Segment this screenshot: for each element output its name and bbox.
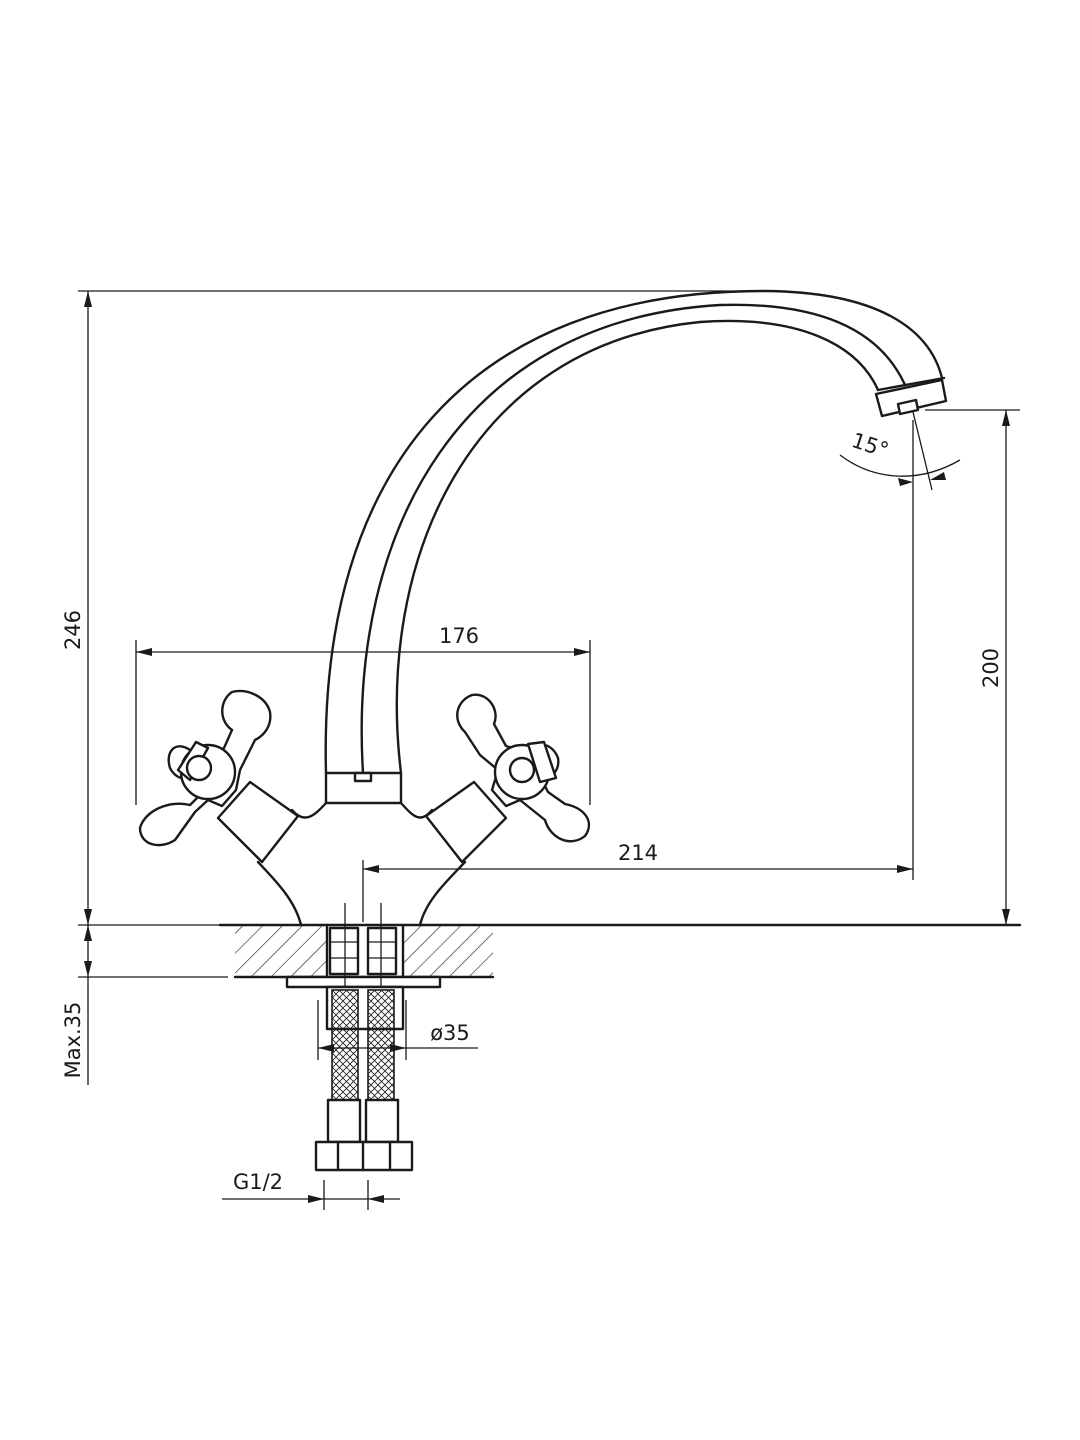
- dimension-overall-height: 246: [61, 290, 765, 926]
- handle-span-label: 176: [439, 624, 479, 648]
- dimension-spout-angle: 15°: [839, 411, 961, 491]
- dimension-spout-height: 200: [925, 409, 1020, 925]
- dimension-handle-span: 176: [135, 624, 591, 805]
- overall-height-label: 246: [61, 610, 85, 650]
- thread-label: G1/2: [233, 1170, 283, 1194]
- left-valve-handle: [138, 689, 300, 864]
- mounting-hardware: [285, 926, 442, 1172]
- spout-angle-label: 15°: [849, 428, 892, 462]
- pipe-centerlines: [344, 903, 382, 988]
- dimension-spout-reach: 214: [362, 420, 914, 922]
- mount-diameter-label: ø35: [430, 1021, 470, 1045]
- spout-height-label: 200: [979, 648, 1003, 688]
- dimension-thread: G1/2: [222, 1170, 400, 1210]
- right-valve-handle: [424, 693, 591, 864]
- spout: [324, 289, 948, 805]
- spout-reach-label: 214: [618, 841, 658, 865]
- dimension-max-thickness: Max.35: [61, 925, 228, 1085]
- max-thickness-label: Max.35: [61, 1002, 85, 1079]
- dimension-mount-diameter: ø35: [317, 1000, 478, 1060]
